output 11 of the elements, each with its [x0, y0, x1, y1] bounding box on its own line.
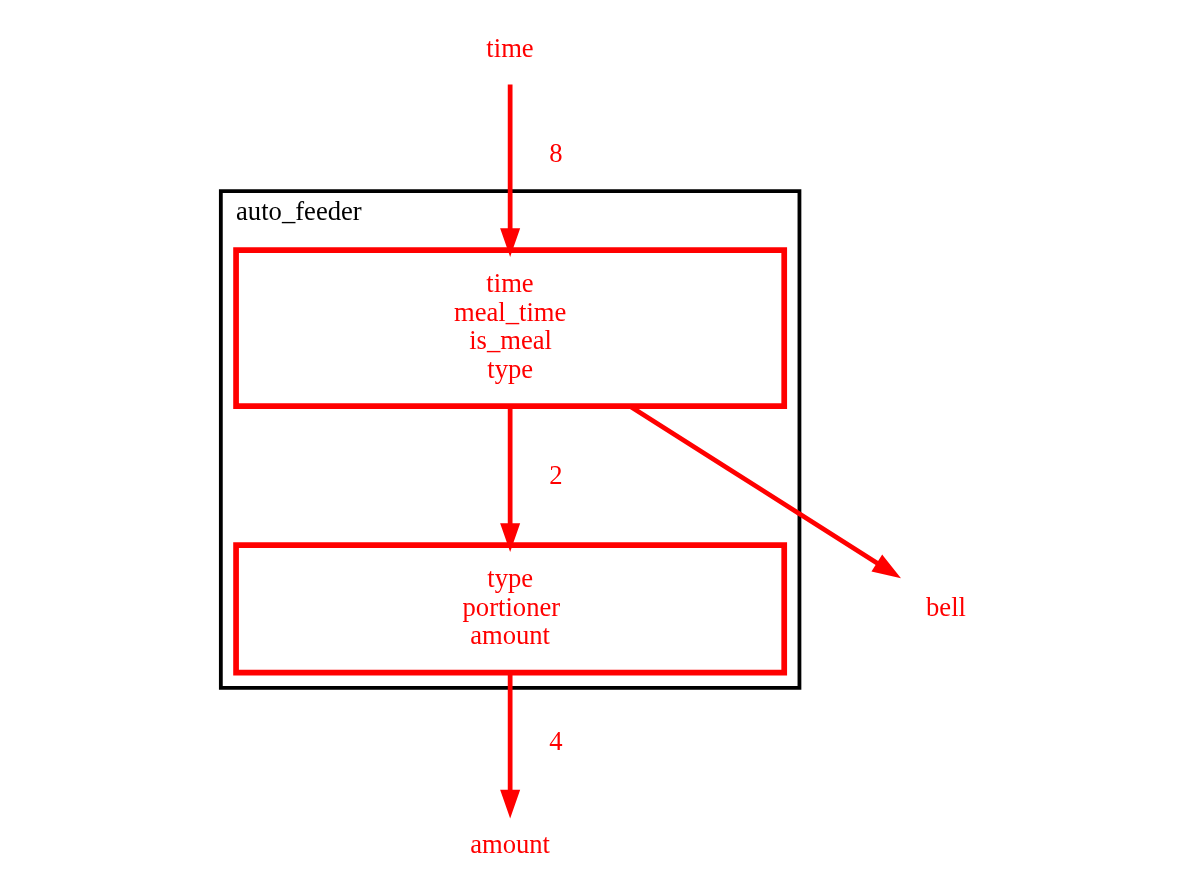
node-box: time meal_time is_meal type: [232, 247, 787, 409]
node-text: time: [485, 33, 534, 64]
arrow: [499, 84, 520, 257]
edge-label: 4: [548, 726, 562, 757]
node-text: bell: [925, 591, 966, 622]
arrow: [499, 406, 520, 552]
edge-label: 2: [548, 459, 562, 490]
node-box: type portioner amount: [232, 542, 787, 676]
edge-label: 8: [548, 137, 562, 168]
arrow: [499, 672, 520, 819]
node-text: amount: [469, 828, 550, 859]
